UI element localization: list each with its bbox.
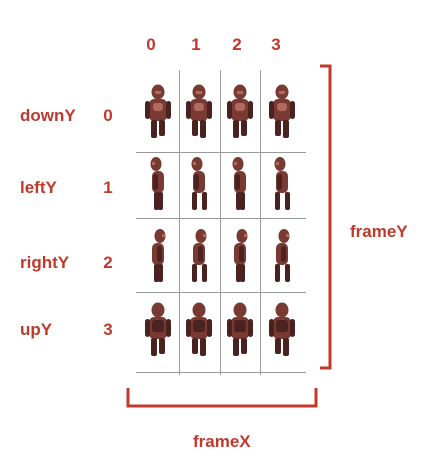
sprite-frame-left-2 <box>220 154 260 218</box>
grid-vertical-line <box>220 70 221 375</box>
row-index-0: 0 <box>103 106 113 125</box>
column-label-2: 2 <box>232 35 242 54</box>
column-label-3: 3 <box>271 35 281 54</box>
sprite-frame-down-3 <box>262 82 302 146</box>
row-label-left: leftY <box>20 178 57 197</box>
frame-y-label: frameY <box>350 222 408 241</box>
frame-y-bracket <box>320 64 332 370</box>
sprite-frame-down-1 <box>179 82 219 146</box>
sprite-frame-left-0 <box>138 154 178 218</box>
grid-vertical-line <box>179 70 180 375</box>
column-label-1: 1 <box>191 35 201 54</box>
sprite-frame-left-1 <box>179 154 219 218</box>
sprite-frame-up-2 <box>220 300 260 364</box>
sprite-frame-down-0 <box>138 82 178 146</box>
row-index-3: 3 <box>103 320 113 339</box>
sprite-frame-right-2 <box>220 226 260 290</box>
sprite-sheet-grid <box>136 70 306 375</box>
sprite-frame-up-0 <box>138 300 178 364</box>
row-label-right: rightY <box>20 253 70 272</box>
row-index-2: 2 <box>103 253 113 272</box>
sprite-frame-left-3 <box>262 154 302 218</box>
grid-vertical-line <box>260 70 261 375</box>
sprite-frame-down-2 <box>220 82 260 146</box>
row-label-down: downY <box>20 106 76 125</box>
row-label-up: upY <box>20 320 53 339</box>
sprite-frame-up-3 <box>262 300 302 364</box>
sprite-frame-up-1 <box>179 300 219 364</box>
grid-horizontal-line <box>136 218 306 219</box>
column-label-0: 0 <box>146 35 156 54</box>
sprite-frame-right-3 <box>262 226 302 290</box>
frame-x-label: frameX <box>193 432 251 451</box>
row-index-1: 1 <box>103 178 113 197</box>
sprite-frame-right-1 <box>179 226 219 290</box>
frame-x-bracket <box>126 388 318 408</box>
grid-horizontal-line <box>136 152 306 153</box>
sprite-frame-right-0 <box>138 226 178 290</box>
grid-horizontal-line <box>136 292 306 293</box>
grid-horizontal-line <box>136 372 306 373</box>
